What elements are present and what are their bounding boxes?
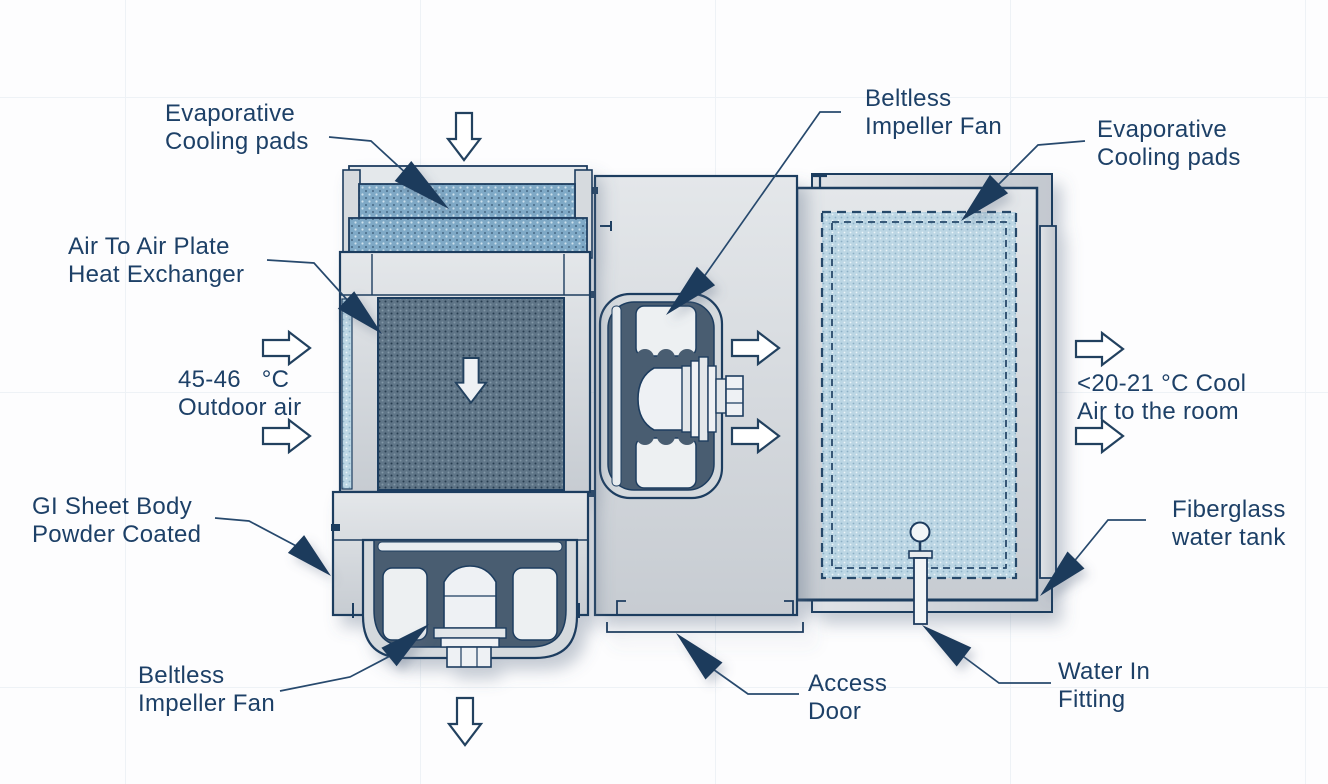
motor-plate: [707, 365, 717, 433]
arrowhead-heat-exchanger: [337, 291, 382, 334]
impeller-blade-right: [512, 567, 558, 641]
outlet-flange-strip: [1039, 225, 1057, 579]
label-evaporative-cooling-pads-left: Evaporative Cooling pads: [165, 100, 309, 155]
arrowhead-beltless-fan-bottom: [381, 624, 429, 667]
fan-scroll-wall: [377, 541, 563, 552]
label-outdoor-air: 45-46 °C Outdoor air: [178, 366, 302, 421]
fan-scroll-wall: [611, 305, 622, 487]
arrowhead-beltless-fan-top: [666, 266, 716, 315]
access-door-marks: [606, 600, 804, 633]
arrowhead-evap-pads-left: [394, 161, 449, 209]
middle-module: [585, 174, 804, 633]
fan-shaft: [715, 378, 727, 414]
panel-fastener-tick: [600, 221, 612, 231]
leader-gi-sheet: [214, 517, 301, 549]
label-beltless-impeller-fan-top: Beltless Impeller Fan: [865, 85, 1002, 140]
pad-frame-lip: [348, 165, 588, 187]
hinge-tick-top: [589, 187, 598, 194]
label-evaporative-cooling-pads-right: Evaporative Cooling pads: [1097, 116, 1241, 171]
arrowhead-evap-pads-right: [961, 174, 1009, 221]
top-intake-down-arrow-icon: [446, 111, 482, 162]
access-door-bracket: [606, 622, 804, 633]
evaporative-pad-right: [822, 212, 1016, 578]
water-in-pipe: [913, 557, 928, 625]
float-ball: [909, 521, 931, 543]
motor-ring: [690, 360, 700, 438]
exhaust-fan: [361, 538, 579, 668]
inlet-flow-arrow-top-icon: [261, 330, 312, 366]
evaporative-pad-top-upper: [358, 183, 576, 219]
leader-arrowheads: [287, 161, 1085, 680]
arrowhead-fiberglass-tank: [1040, 551, 1085, 596]
motor-ring: [433, 627, 507, 639]
supply-fan: [598, 292, 744, 500]
motor-ring: [440, 637, 500, 648]
leader-fiberglass-tank: [1071, 519, 1146, 565]
motor-ring: [681, 365, 692, 433]
label-air-to-air-plate-heat-exchanger: Air To Air Plate Heat Exchanger: [68, 233, 245, 288]
arrowhead-water-in: [922, 625, 972, 667]
water-inlet-assembly: [908, 521, 933, 625]
dimension-ticks: [352, 603, 580, 618]
leader-water-in: [959, 653, 1051, 684]
blade-scallop: [657, 349, 675, 367]
evaporative-pad-top-lower: [348, 217, 588, 255]
panel-joint-tick: [813, 174, 827, 189]
label-beltless-impeller-fan-bottom: Beltless Impeller Fan: [138, 662, 275, 717]
impeller-blade-bottom: [635, 437, 697, 489]
hinge-tick-low: [585, 490, 595, 497]
leader-access-door: [709, 666, 799, 695]
blade-scallop: [636, 349, 654, 367]
blade-scallop: [636, 427, 654, 445]
shaft-nut: [446, 646, 492, 668]
arrowhead-gi-sheet: [287, 535, 331, 576]
leader-heat-exchanger: [266, 259, 351, 304]
leader-beltless-fan-bottom: [279, 654, 393, 692]
pipe-collar: [908, 550, 933, 559]
hinge-tick-left: [331, 524, 340, 531]
motor-ring: [698, 356, 709, 442]
label-cool-air-to-room: <20-21 °C Cool Air to the room: [1077, 370, 1247, 425]
leader-evap-pads-right: [994, 140, 1086, 189]
leader-lines: [214, 111, 1146, 695]
left-module: [331, 165, 593, 668]
pad-outer-dashed-frame: [820, 210, 1018, 580]
label-water-in-fitting: Water In Fitting: [1058, 658, 1151, 713]
inlet-filter-strip: [341, 298, 353, 490]
arrowhead-access-door: [676, 633, 723, 680]
leader-evap-pads-left: [328, 136, 410, 177]
motor-barrel: [443, 565, 497, 629]
impeller-blade-top: [635, 305, 697, 357]
outlet-flow-arrow-top-icon: [1074, 331, 1125, 367]
label-access-door: Access Door: [808, 670, 888, 725]
leader-beltless-fan-top: [700, 111, 841, 282]
inlet-flow-arrow-bottom-icon: [261, 418, 312, 454]
bottom-exhaust-down-arrow-icon: [447, 696, 483, 747]
motor-barrel: [637, 367, 685, 431]
blade-scallop: [657, 427, 675, 445]
right-module: [795, 173, 1057, 613]
top-pad-tower: [342, 165, 593, 259]
label-gi-sheet-body-powder-coated: GI Sheet Body Powder Coated: [32, 493, 202, 548]
label-fiberglass-water-tank: Fiberglass water tank: [1172, 496, 1286, 551]
shaft-nut: [725, 375, 744, 417]
